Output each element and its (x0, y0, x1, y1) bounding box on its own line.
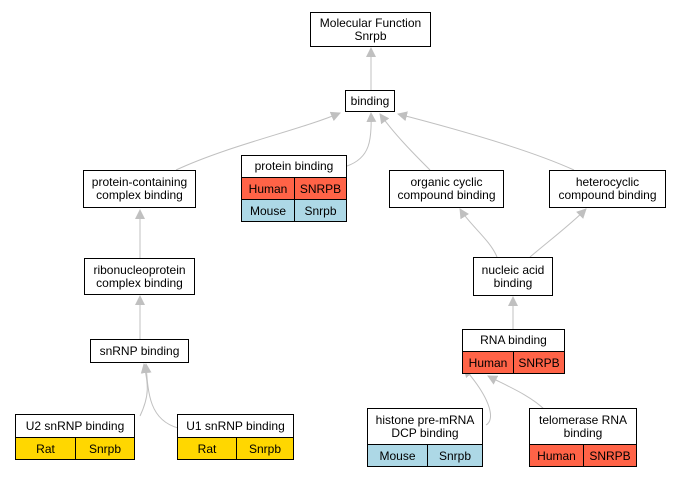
node-nucleic-acid-binding[interactable]: nucleic acid binding (473, 257, 553, 296)
species-cell: Rat (16, 438, 75, 459)
node-heterocyclic-compound-binding[interactable]: heterocyclic compound binding (549, 170, 666, 208)
species-cell: Human (463, 352, 513, 373)
gene-cell: Snrpb (427, 445, 482, 466)
edge-u1-to-snrnp (141, 363, 179, 429)
edge-protein-binding-to-binding (346, 112, 377, 167)
edge-nucleic-acid-to-heterocyclic (529, 208, 587, 258)
ortholog-row-mouse: Mouse Snrpb (241, 199, 347, 222)
gene-cell: Snrpb (75, 438, 134, 459)
edge-histone-to-rna-binding (463, 367, 492, 426)
node-label: U1 snRNP binding (177, 414, 294, 438)
node-organic-cyclic-compound-binding[interactable]: organic cyclic compound binding (389, 170, 504, 208)
node-protein-binding[interactable]: protein binding Human SNRPB Mouse Snrpb (241, 155, 347, 222)
ortholog-row-rat: Rat Snrpb (177, 437, 294, 460)
edge-protein-containing-to-binding (175, 111, 341, 171)
gene-cell: Snrpb (236, 438, 293, 459)
ortholog-row-mouse: Mouse Snrpb (367, 444, 483, 467)
node-ribonucleoprotein-complex-binding[interactable]: ribonucleoprotein complex binding (84, 258, 195, 295)
ortholog-row-human: Human SNRPB (241, 177, 347, 200)
node-label: protein binding (241, 155, 347, 178)
ortholog-row-human: Human SNRPB (529, 444, 637, 467)
node-rna-binding[interactable]: RNA binding Human SNRPB (462, 329, 565, 374)
species-cell: Mouse (242, 200, 294, 221)
gene-cell: SNRPB (294, 178, 346, 199)
node-snrnp-binding[interactable]: snRNP binding (90, 339, 189, 363)
gene-cell: SNRPB (513, 352, 564, 373)
edge-organic-cyclic-to-binding (379, 113, 431, 171)
ortholog-row-human: Human SNRPB (462, 351, 565, 374)
species-cell: Mouse (368, 445, 427, 466)
node-label: telomerase RNA binding (529, 408, 637, 445)
node-u2-snrnp-binding[interactable]: U2 snRNP binding Rat Snrpb (15, 414, 135, 460)
species-cell: Human (242, 178, 294, 199)
node-label: U2 snRNP binding (15, 414, 135, 438)
gene-cell: SNRPB (583, 445, 636, 466)
ortholog-row-rat: Rat Snrpb (15, 437, 135, 460)
node-label: histone pre-mRNA DCP binding (367, 408, 483, 445)
species-cell: Human (530, 445, 583, 466)
node-label: RNA binding (462, 329, 565, 352)
node-histone-pre-mrna-dcp-binding[interactable]: histone pre-mRNA DCP binding Mouse Snrpb (367, 408, 483, 467)
node-molecular-function[interactable]: Molecular Function Snrpb (310, 12, 431, 47)
species-cell: Rat (178, 438, 236, 459)
node-protein-containing-complex-binding[interactable]: protein-containing complex binding (83, 170, 196, 208)
edge-heterocyclic-to-binding (397, 111, 575, 171)
gene-cell: Snrpb (294, 200, 346, 221)
node-binding[interactable]: binding (345, 90, 395, 112)
edge-nucleic-acid-to-organic-cyclic (459, 208, 498, 258)
node-telomerase-rna-binding[interactable]: telomerase RNA binding Human SNRPB (529, 408, 637, 467)
edge-telomerase-to-rna-binding (487, 375, 546, 411)
node-u1-snrnp-binding[interactable]: U1 snRNP binding Rat Snrpb (177, 414, 294, 460)
